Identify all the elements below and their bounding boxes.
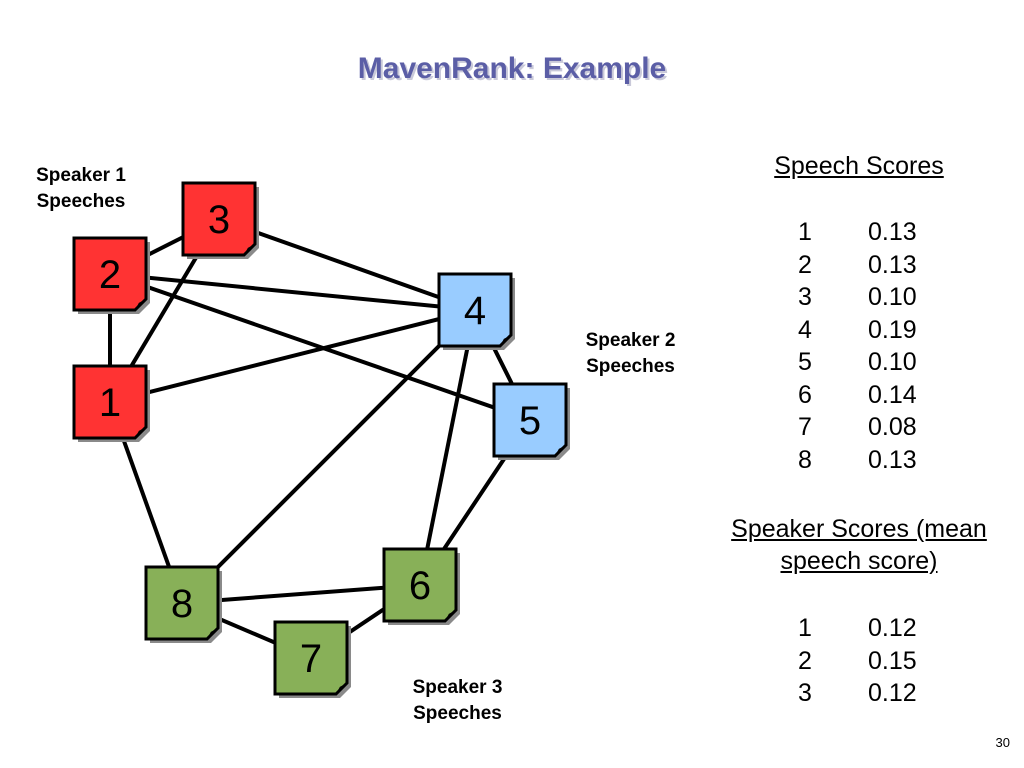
speech-score-value: 0.13 bbox=[868, 218, 917, 246]
speech-score-value: 0.13 bbox=[868, 250, 917, 279]
speaker-2-label: Speaker 2 Speeches bbox=[568, 328, 693, 380]
speech-node-2: 2 bbox=[72, 236, 150, 314]
speaker-1-label-line1: Speaker 1 bbox=[36, 165, 126, 186]
speaker-3-label: Speaker 3 Speeches bbox=[395, 675, 520, 727]
speaker-1-label-line2: Speeches bbox=[36, 191, 126, 212]
speech-score-id: 1 bbox=[798, 218, 812, 246]
edge-2-4 bbox=[109, 272, 476, 312]
speaker-score-id: 3 bbox=[798, 679, 812, 707]
speech-node-3-label: 3 bbox=[208, 198, 230, 242]
speech-node-4: 4 bbox=[437, 272, 515, 350]
speech-node-2-label: 2 bbox=[99, 253, 121, 297]
speaker-score-value: 0.15 bbox=[868, 646, 917, 675]
speech-node-8: 8 bbox=[144, 565, 222, 643]
edge-2-5 bbox=[109, 272, 531, 422]
speech-node-1: 1 bbox=[72, 364, 150, 442]
speaker-3-label-line2: Speeches bbox=[413, 703, 502, 724]
speech-node-4-label: 4 bbox=[464, 289, 486, 333]
speech-score-id: 6 bbox=[798, 380, 812, 409]
speech-score-value: 0.13 bbox=[868, 445, 917, 474]
speech-score-id: 4 bbox=[798, 315, 812, 344]
speech-score-value: 0.08 bbox=[868, 413, 917, 441]
speaker-score-value: 0.12 bbox=[868, 679, 917, 707]
speaker-3-label-line1: Speaker 3 bbox=[412, 677, 503, 698]
speaker-score-id: 1 bbox=[798, 614, 812, 642]
speech-score-value: 0.14 bbox=[868, 380, 917, 409]
graph-nodes: 1 2 3 4 5 6 7 8 bbox=[72, 181, 570, 698]
speech-node-8-label: 8 bbox=[171, 582, 193, 626]
speech-node-5-label: 5 bbox=[519, 399, 541, 443]
speech-node-5: 5 bbox=[492, 382, 570, 460]
speech-score-id: 5 bbox=[798, 348, 812, 376]
speaker-score-id: 2 bbox=[798, 646, 812, 675]
speaker-scores-title-line2: speech score) bbox=[780, 547, 938, 575]
speaker-2-label-line1: Speaker 2 bbox=[585, 330, 676, 351]
speech-node-3: 3 bbox=[181, 181, 259, 259]
speech-graph: 1 2 3 4 5 6 7 8 bbox=[72, 181, 570, 698]
speaker-score-value: 0.12 bbox=[868, 614, 917, 642]
page-number: 30 bbox=[995, 735, 1010, 750]
speech-score-value: 0.10 bbox=[868, 348, 917, 376]
speaker-scores-title: Speaker Scores (mean speech score) bbox=[700, 513, 1018, 577]
speech-node-7: 7 bbox=[273, 620, 351, 698]
speaker-2-label-line2: Speeches bbox=[586, 356, 675, 377]
speech-score-id: 2 bbox=[798, 250, 812, 279]
edge-3-4 bbox=[218, 217, 476, 312]
speech-scores-title: Speech Scores bbox=[774, 152, 944, 180]
speech-node-1-label: 1 bbox=[99, 381, 121, 425]
edge-4-8 bbox=[180, 308, 477, 605]
speech-node-6: 6 bbox=[382, 547, 460, 625]
speech-node-7-label: 7 bbox=[300, 637, 322, 681]
speaker-scores-title-line1: Speaker Scores (mean bbox=[731, 515, 987, 543]
speech-node-6-label: 6 bbox=[409, 564, 431, 608]
speech-score-value: 0.10 bbox=[868, 283, 917, 311]
speech-score-value: 0.19 bbox=[868, 315, 917, 344]
edge-1-4 bbox=[109, 308, 476, 404]
speech-score-id: 8 bbox=[798, 445, 812, 474]
speech-score-id: 7 bbox=[798, 413, 812, 441]
speech-score-id: 3 bbox=[798, 283, 812, 311]
slide-title: MavenRank: Example bbox=[357, 52, 667, 85]
speaker-1-label: Speaker 1 Speeches bbox=[20, 163, 142, 215]
edge-4-6 bbox=[418, 309, 477, 586]
